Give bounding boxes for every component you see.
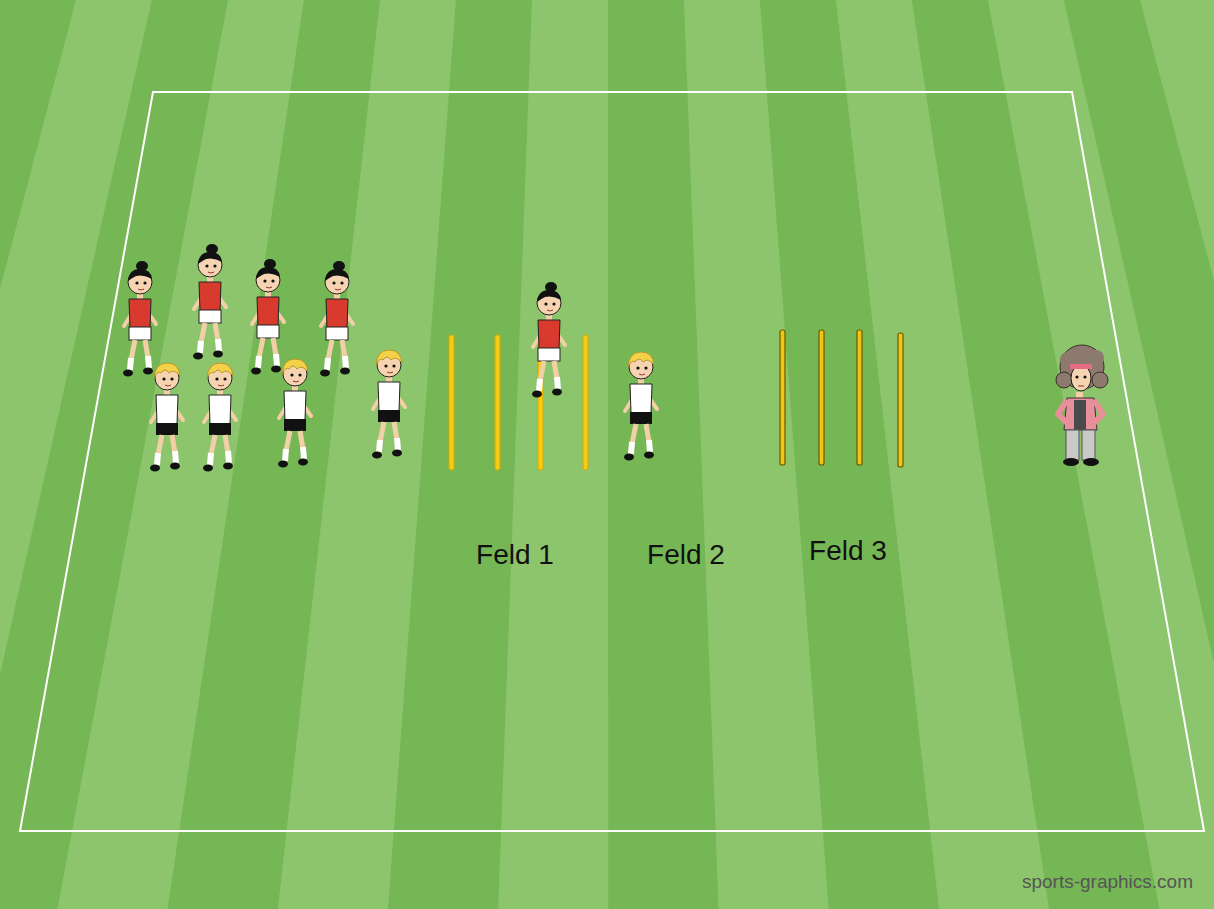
white-player <box>278 359 311 468</box>
white-team <box>150 350 657 472</box>
white-player <box>203 363 236 472</box>
red-player <box>532 282 565 398</box>
poles-feld-3 <box>780 330 903 467</box>
field-outline <box>20 92 1204 831</box>
red-player <box>251 259 284 375</box>
white-player <box>372 350 405 459</box>
field-label: Feld 1 <box>476 540 554 571</box>
white-player <box>150 363 183 472</box>
poles-feld-1 <box>449 335 588 470</box>
grass-stripe <box>498 0 608 909</box>
grass-stripe <box>1140 0 1214 909</box>
field-label: Feld 2 <box>647 540 725 571</box>
red-player <box>123 261 156 377</box>
watermark: sports-graphics.com <box>1022 872 1193 893</box>
white-player <box>624 352 657 461</box>
field-label: Feld 3 <box>809 536 887 567</box>
coach <box>1056 345 1108 466</box>
red-player <box>193 244 226 360</box>
red-player <box>320 261 353 377</box>
red-team <box>123 244 565 398</box>
